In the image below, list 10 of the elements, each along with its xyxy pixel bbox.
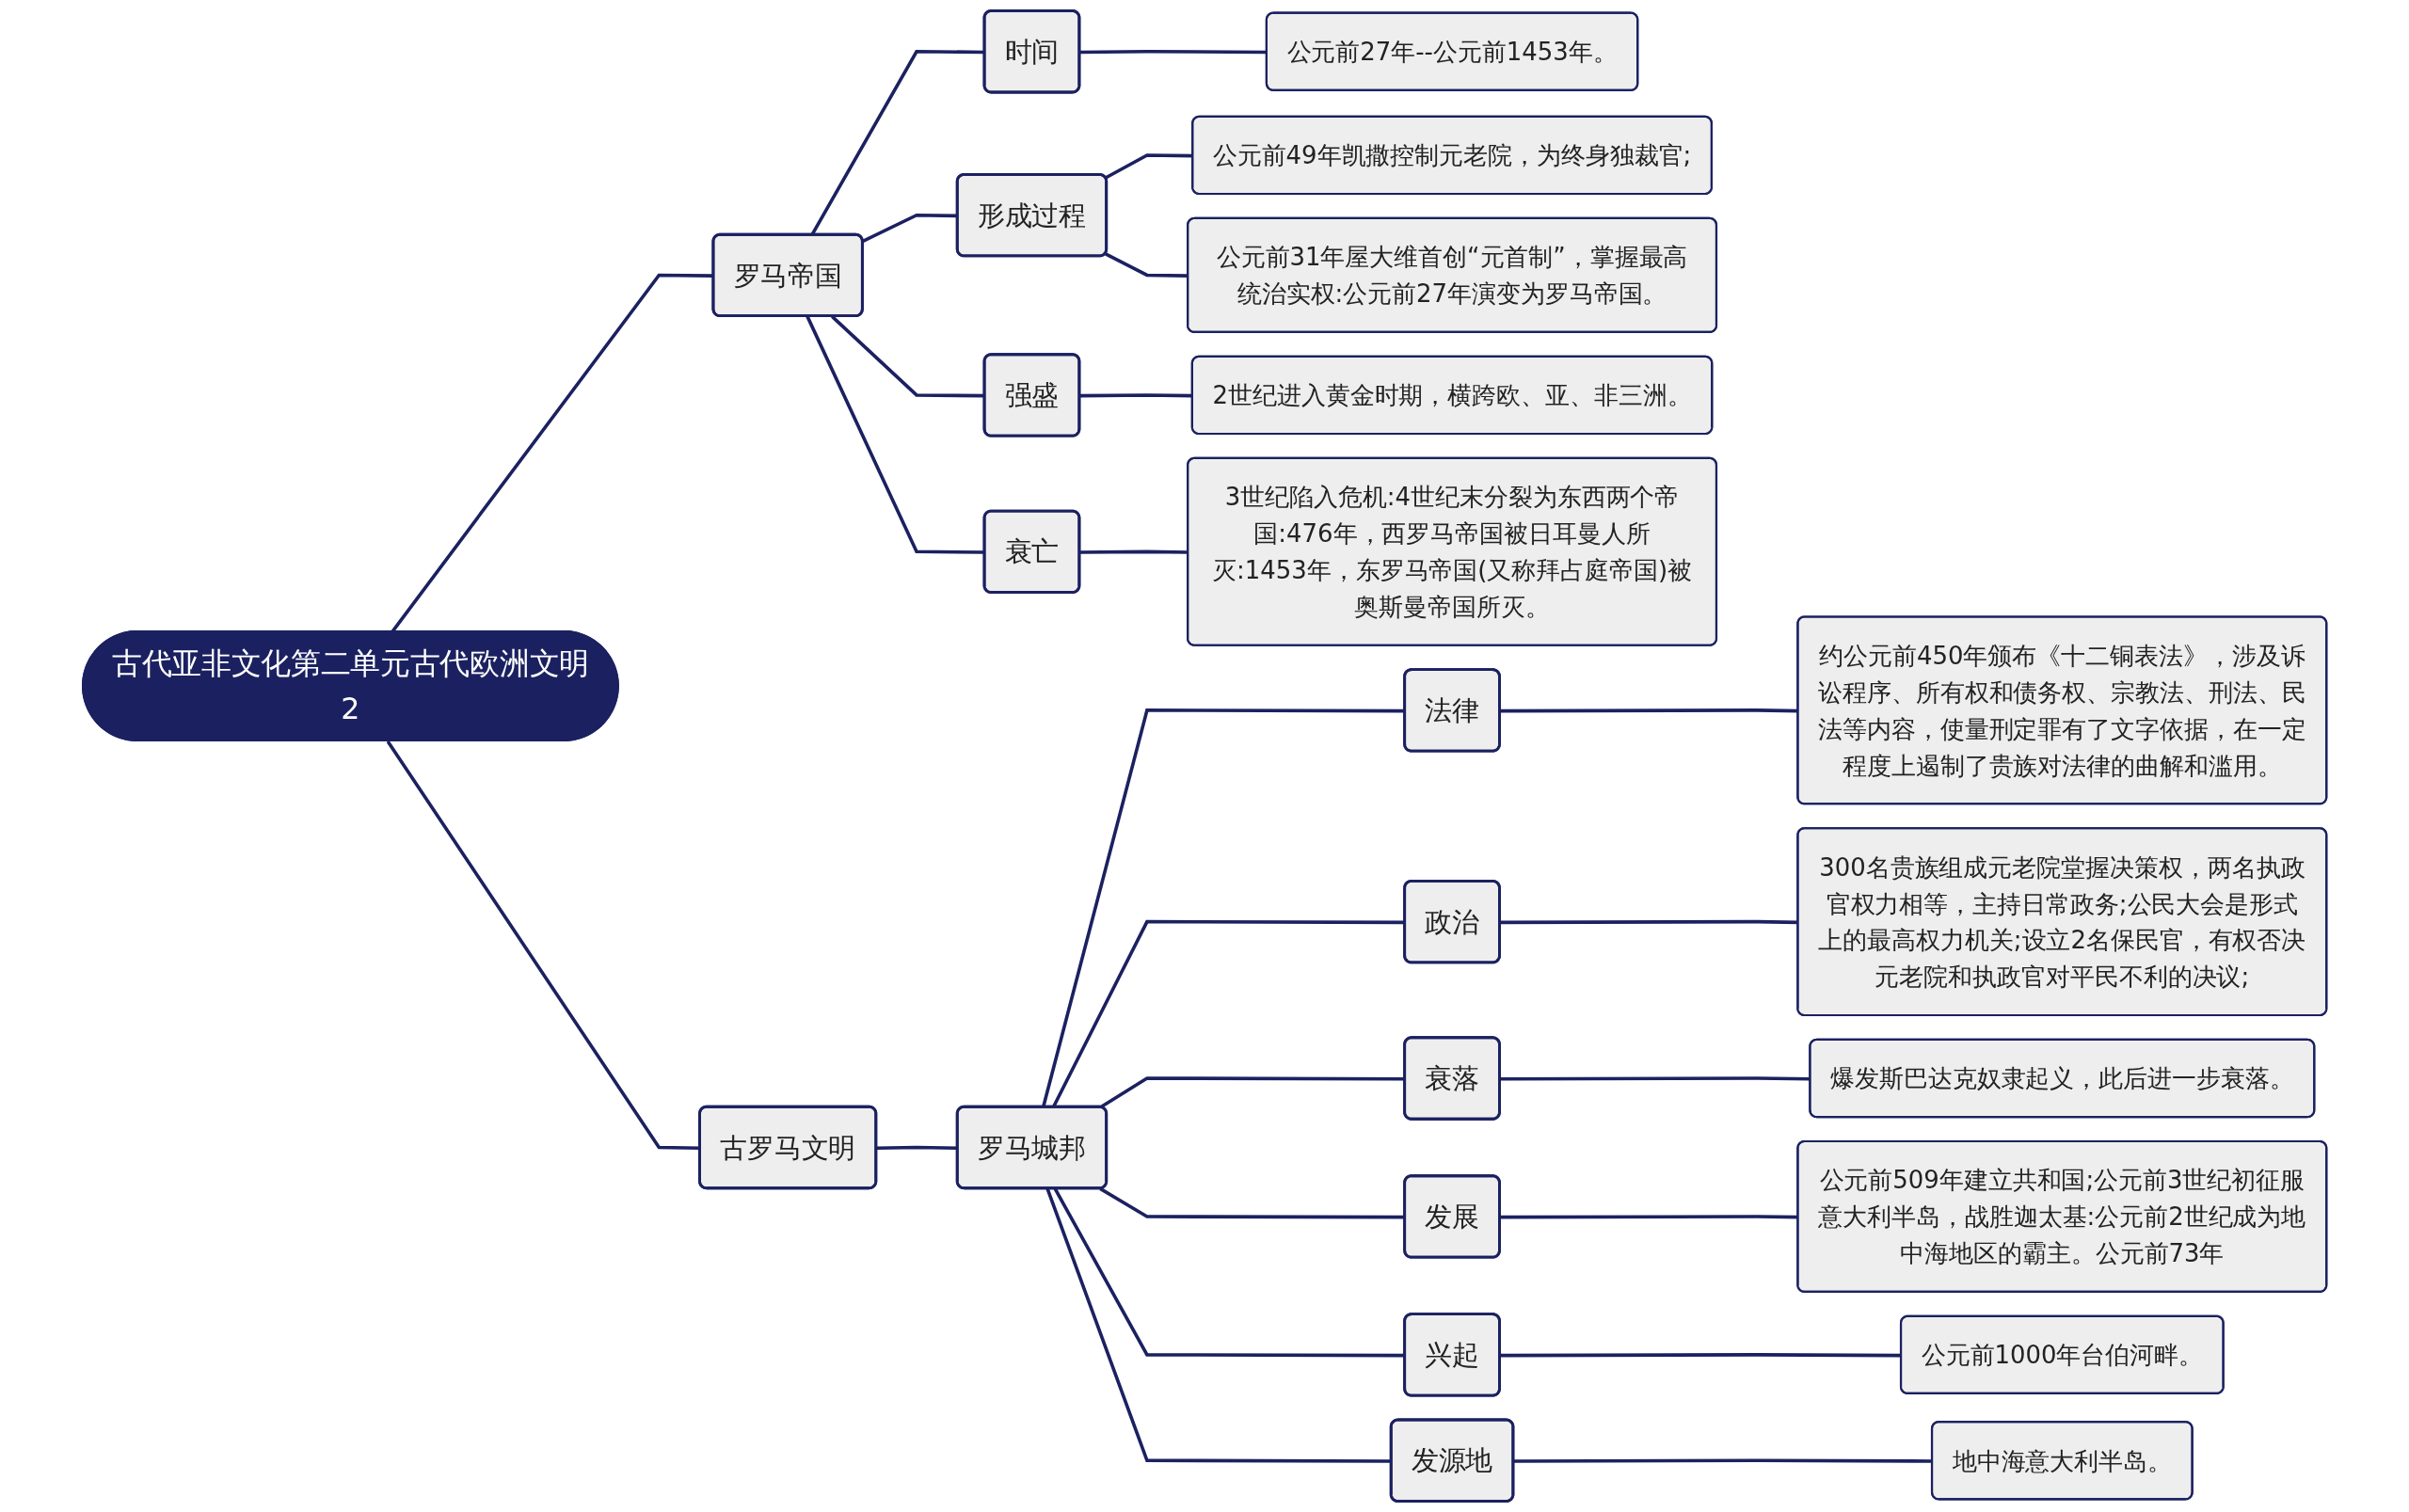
connector: [1045, 1187, 1392, 1463]
connector: [831, 315, 985, 398]
connector: [1105, 252, 1189, 278]
connector: [862, 213, 958, 243]
connector: [1513, 1458, 1933, 1463]
connector: [1500, 1353, 1902, 1358]
connector: [1079, 549, 1189, 554]
connector: [1105, 153, 1193, 180]
connector: [806, 315, 985, 554]
connector: [876, 1145, 958, 1150]
